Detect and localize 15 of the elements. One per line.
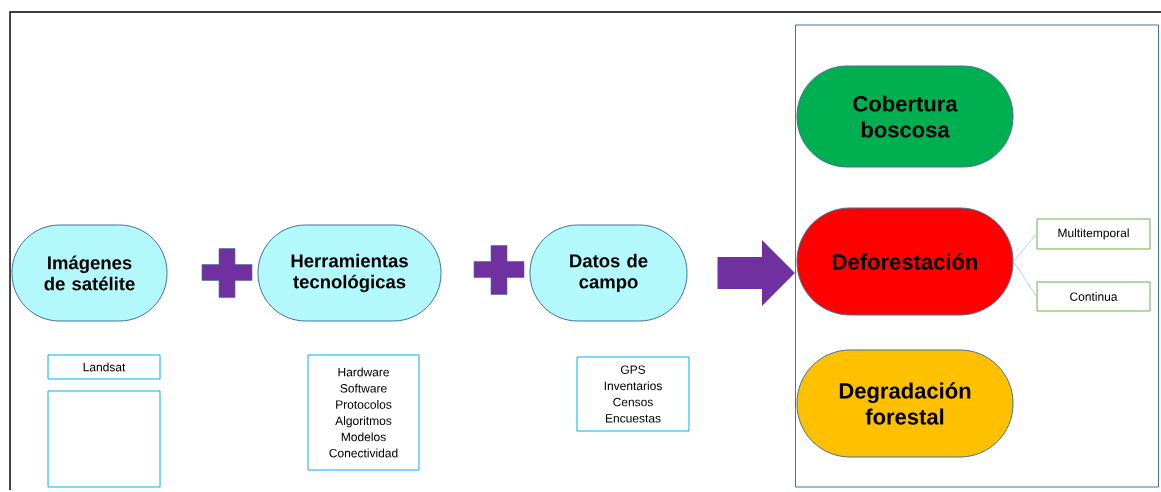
rounded-box: Deforestación — [796, 207, 1014, 316]
rounded-box: Datos de campo — [529, 224, 688, 322]
label-box: Landsat — [47, 354, 161, 380]
list-box: GPS Inventarios Censos Encuestas — [576, 356, 690, 432]
rounded-box: Herramientas tecnológicas — [257, 224, 442, 322]
rounded-box: Imágenes de satélite — [11, 224, 168, 322]
panel-box — [795, 24, 1159, 488]
label-box: Continua — [1036, 281, 1151, 312]
list-box: Hardware Software Protocolos Algoritmos Modelos Conectividad — [307, 354, 420, 471]
rounded-box: Cobertura boscosa — [796, 65, 1014, 168]
connector-line — [1013, 233, 1037, 262]
label-box: Multitemporal — [1036, 218, 1151, 250]
rounded-box: Degradación forestal — [796, 349, 1014, 458]
label-box — [47, 390, 161, 488]
connector-line — [1013, 261, 1037, 297]
